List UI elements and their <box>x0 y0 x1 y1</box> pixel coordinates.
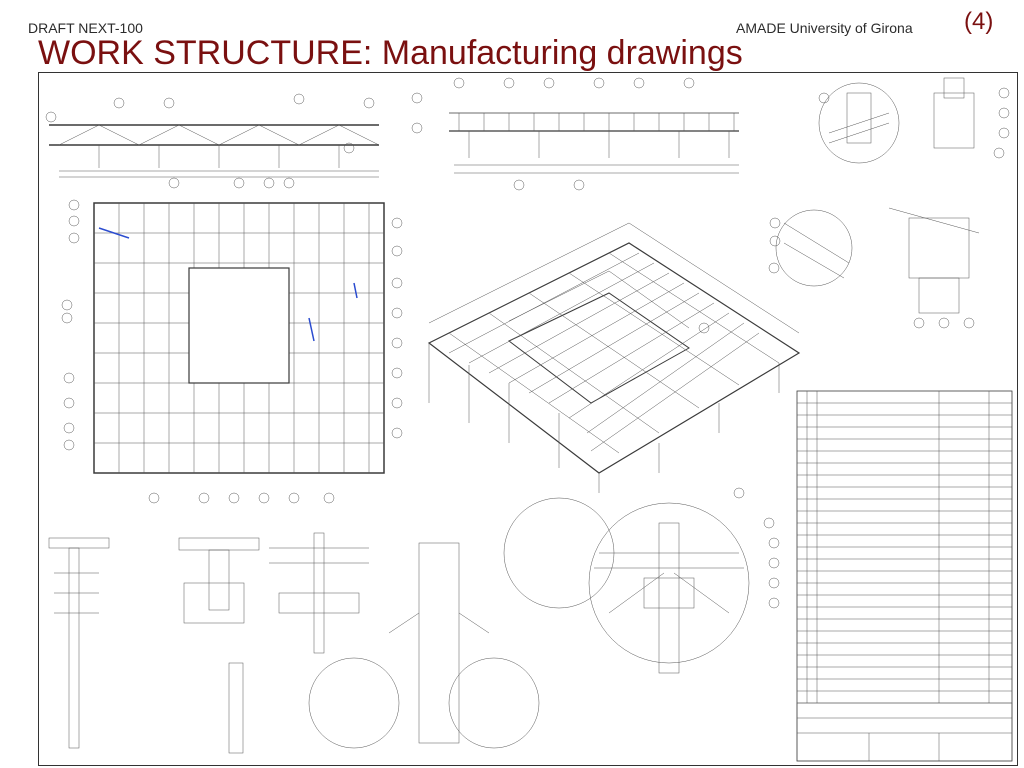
detail-top-right <box>818 77 1010 164</box>
plan-view <box>61 199 403 504</box>
page-number: (4) <box>964 8 994 35</box>
slide-title: WORK STRUCTURE: Manufacturing drawings <box>38 34 743 72</box>
institution-label: AMADE University of Girona <box>736 20 913 36</box>
elevation-view <box>45 93 380 189</box>
draft-label: DRAFT NEXT-100 <box>28 20 143 36</box>
parts-table <box>796 390 1013 762</box>
detail-central-bottom <box>588 487 780 674</box>
section-details <box>48 497 615 754</box>
isometric-view <box>427 222 801 493</box>
technical-drawing-icon <box>45 77 1013 762</box>
manufacturing-drawing-sheet <box>38 72 1018 766</box>
detail-right-middle <box>769 207 980 329</box>
side-view <box>411 77 739 191</box>
